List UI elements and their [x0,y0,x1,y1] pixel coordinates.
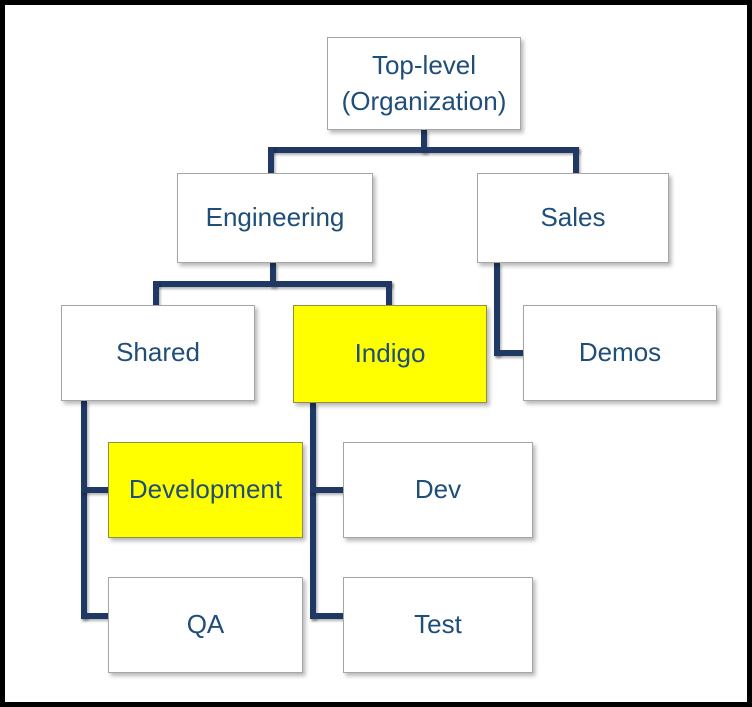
node-label: Sales [540,202,606,233]
node-qa: QA [108,577,303,673]
node-label-line2: (Organization) [341,85,507,116]
connector-sales-demos [494,350,523,356]
connector-engineering-stem [270,263,276,287]
connector-engineering-horizontal [153,281,392,287]
connector-indigo-test [310,613,343,619]
connector-indigo-vertical [310,403,316,619]
node-label: Dev [414,474,462,505]
node-label: Indigo [354,338,426,369]
node-label: QA [186,609,225,640]
connector-indigo-dev [310,487,343,493]
connector-drop-sales [573,147,579,173]
node-top-level-organization: Top-level (Organization) [327,37,521,130]
node-dev: Dev [343,442,533,538]
node-label: Shared [116,337,200,368]
node-demos: Demos [523,305,717,401]
node-test: Test [343,577,533,673]
connector-drop-shared [153,281,159,305]
node-label: Demos [578,337,662,368]
connector-root-stem [421,130,427,153]
connector-root-horizontal [268,147,579,153]
node-development-highlighted: Development [108,442,303,538]
connector-drop-indigo [386,281,392,305]
node-sales: Sales [477,173,669,263]
node-label: Development [128,474,283,505]
connector-sales-vertical [494,263,500,356]
node-label-line1: Top-level [371,50,477,81]
node-label: Engineering [205,202,345,233]
connector-shared-development [81,487,108,493]
node-shared: Shared [61,305,255,401]
connector-drop-engineering [268,147,274,173]
node-indigo-highlighted: Indigo [293,305,487,403]
connector-shared-qa [81,613,108,619]
node-engineering: Engineering [177,173,373,263]
connector-shared-vertical [81,401,87,619]
node-label: Test [414,609,462,640]
